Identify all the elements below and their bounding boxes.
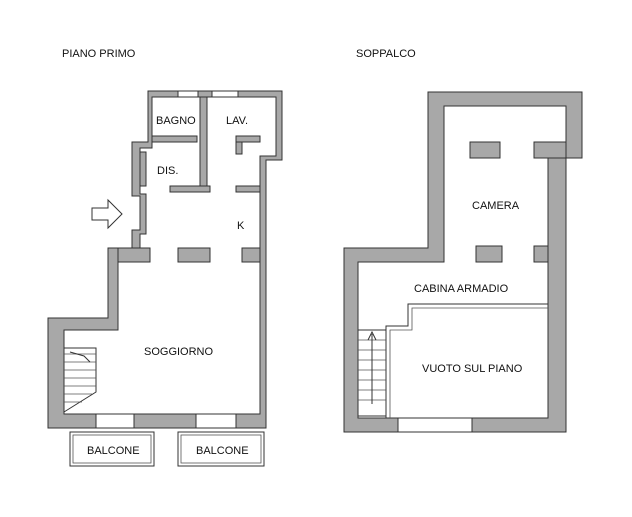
entrance-arrow-icon [91, 198, 123, 230]
wall-camera-right [533, 141, 567, 159]
wall-cabina-right [533, 245, 549, 263]
wall-lav-bottom-right [235, 135, 261, 143]
room-vuoto: VUOTO SUL PIANO [422, 363, 523, 375]
staircase-right [357, 329, 387, 417]
room-balcone-left: BALCONE [87, 445, 140, 457]
parapet [385, 303, 548, 418]
window-soppalco [397, 417, 473, 433]
piano-primo-plan [47, 90, 283, 467]
room-cabina-armadio: CABINA ARMADIO [414, 283, 509, 295]
wall-dis-left [139, 151, 147, 187]
wall-k-top [235, 185, 261, 193]
staircase-left [63, 347, 97, 413]
soppalco-outer-wall [343, 91, 583, 433]
window-lav [211, 90, 239, 98]
title-piano-primo: PIANO PRIMO [62, 48, 136, 60]
window-balcone-left [95, 413, 135, 429]
soppalco-plan [343, 91, 583, 433]
wall-dis-bottom [169, 185, 211, 193]
room-bagno: BAGNO [156, 115, 196, 127]
room-dis: DIS. [157, 165, 178, 177]
room-camera: CAMERA [472, 200, 520, 212]
wall-lav-stub [235, 141, 243, 155]
balcone-right [177, 431, 265, 467]
title-soppalco: SOPPALCO [356, 48, 416, 60]
room-balcone-right: BALCONE [196, 445, 249, 457]
room-soggiorno: SOGGIORNO [144, 346, 214, 358]
room-k: K [237, 220, 245, 232]
wall-bagno-dis [151, 135, 198, 143]
window-balcone-right [195, 413, 237, 429]
pillar-camera-top [469, 141, 501, 159]
wall-bagno-lav [199, 96, 208, 193]
window-bagno [177, 90, 199, 98]
room-lav: LAV. [226, 115, 248, 127]
balcone-left [69, 431, 155, 467]
pillar-right [241, 247, 261, 263]
pillar-camera-bottom [475, 245, 503, 263]
wall-soggiorno-top-left [117, 247, 151, 263]
pillar-center [177, 247, 211, 263]
